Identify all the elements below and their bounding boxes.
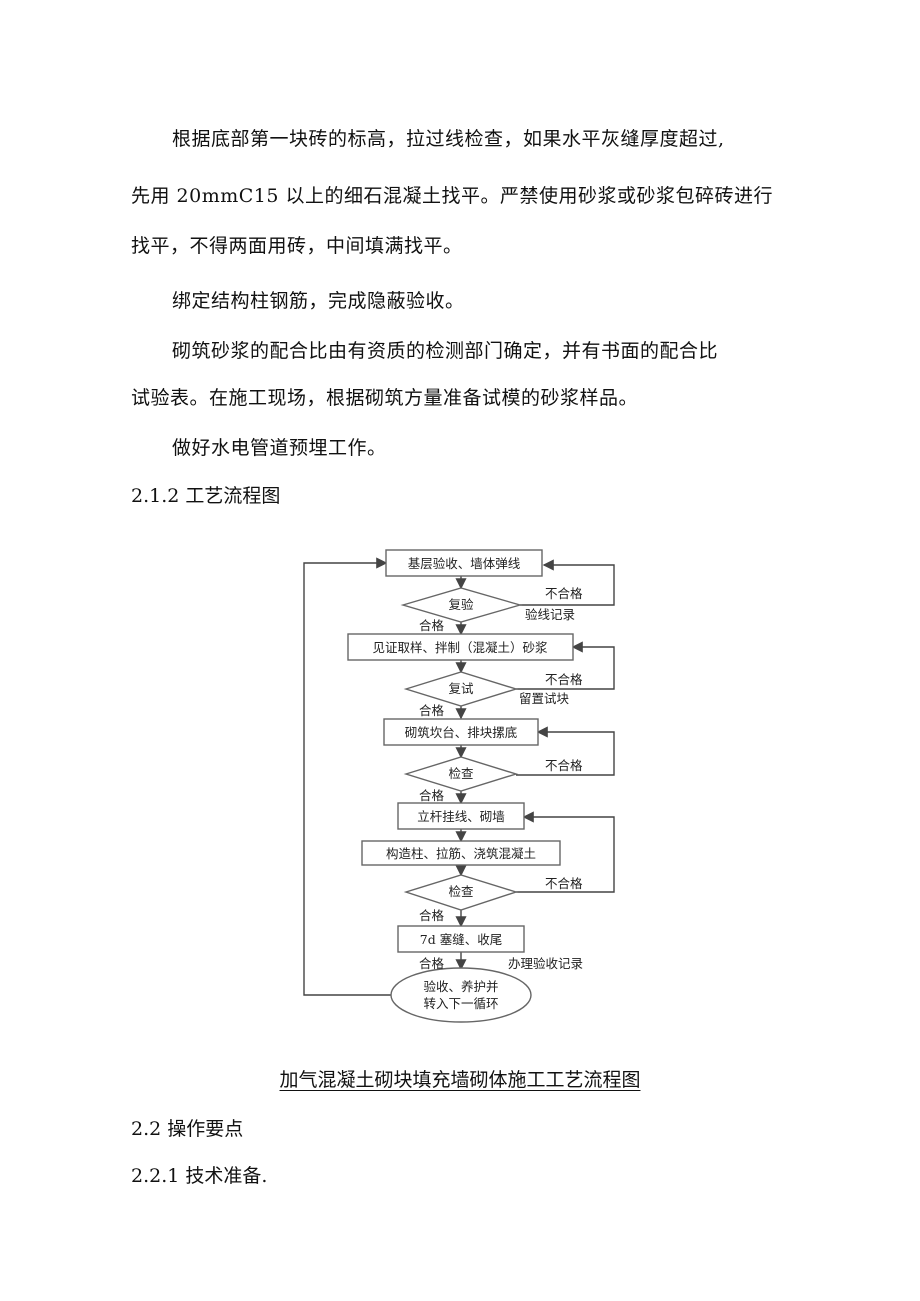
flow-box-6 <box>397 925 525 953</box>
flow-check-2-label: 复试 <box>448 681 474 696</box>
flow-box-5-label: 构造柱、拉筋、浇筑混凝土 <box>386 846 536 861</box>
flow-end-label-1: 验收、养护并 <box>423 979 498 994</box>
paragraph-3-line-2: 试验表。在施工现场，根据砌筑方量准备试模的砂浆样品。 <box>131 387 639 409</box>
flow-box-4-label: 立杆挂线、砌墙 <box>417 809 505 824</box>
paragraph-2: 绑定结构柱钢筋，完成隐蔽验收。 <box>172 290 465 312</box>
flow-box-2-label: 见证取样、拌制（混凝土）砂浆 <box>372 640 548 655</box>
flow-end <box>390 967 532 1023</box>
flow-fail-4-label: 不合格 <box>545 876 583 891</box>
section-heading-2-1-2: 2.1.2 工艺流程图 <box>131 485 281 507</box>
figure-caption-text: 加气混凝土砌块填充墙砌体施工工艺流程图 <box>279 1069 641 1091</box>
flow-box-5 <box>361 840 561 866</box>
flow-pass-3-label: 合格 <box>419 788 445 803</box>
section-heading-2-2: 2.2 操作要点 <box>131 1118 244 1140</box>
flow-check-4 <box>403 874 519 911</box>
paragraph-4: 做好水电管道预埋工作。 <box>172 437 387 459</box>
flow-pass-1-label: 合格 <box>419 618 445 633</box>
flow-check-3 <box>403 756 519 792</box>
flow-box-1 <box>385 549 543 577</box>
paragraph-1-line-3: 找平，不得两面用砖，中间填满找平。 <box>131 235 463 257</box>
flow-box-3 <box>383 718 539 746</box>
flow-fail-3-label: 不合格 <box>545 758 583 773</box>
flow-check-1-label: 复验 <box>448 597 474 612</box>
flow-fail-1-label: 不合格 <box>545 586 583 601</box>
flow-check-1 <box>400 587 523 623</box>
flow-box-4 <box>397 802 525 830</box>
flow-pass-4-label: 合格 <box>419 908 445 923</box>
paragraph-1-line-2: 先用 20mmC15 以上的细石混凝土找平。严禁使用砂浆或砂浆包碎砖进行 <box>131 185 774 207</box>
flow-record-5-label: 办理验收记录 <box>508 956 583 971</box>
flow-pass-5-label: 合格 <box>419 956 445 971</box>
flow-record-2-label: 留置试块 <box>519 691 570 706</box>
flow-record-1-label: 验线记录 <box>525 607 575 622</box>
paragraph-1-line-1: 根据底部第一块砖的标高，拉过线检查，如果水平灰缝厚度超过, <box>172 128 725 150</box>
section-heading-2-2-1: 2.2.1 技术准备. <box>131 1165 268 1187</box>
flow-box-3-label: 砌筑坎台、排块摞底 <box>405 725 518 740</box>
flow-box-6-label: 7d 塞缝、收尾 <box>420 932 502 947</box>
flow-box-1-label: 基层验收、墙体弹线 <box>408 556 521 571</box>
figure-caption: 加气混凝土砌块填充墙砌体施工工艺流程图 <box>0 1067 920 1093</box>
flow-end-label-2: 转入下一循环 <box>423 996 498 1011</box>
flow-fail-2-label: 不合格 <box>545 672 583 687</box>
flow-check-2 <box>403 671 519 707</box>
flow-check-3-label: 检查 <box>448 766 474 781</box>
paragraph-3-line-1: 砌筑砂浆的配合比由有资质的检测部门确定，并有书面的配合比 <box>172 340 719 362</box>
flow-pass-2-label: 合格 <box>419 703 445 718</box>
flow-check-4-label: 检查 <box>448 884 474 899</box>
flow-box-2 <box>347 633 574 661</box>
